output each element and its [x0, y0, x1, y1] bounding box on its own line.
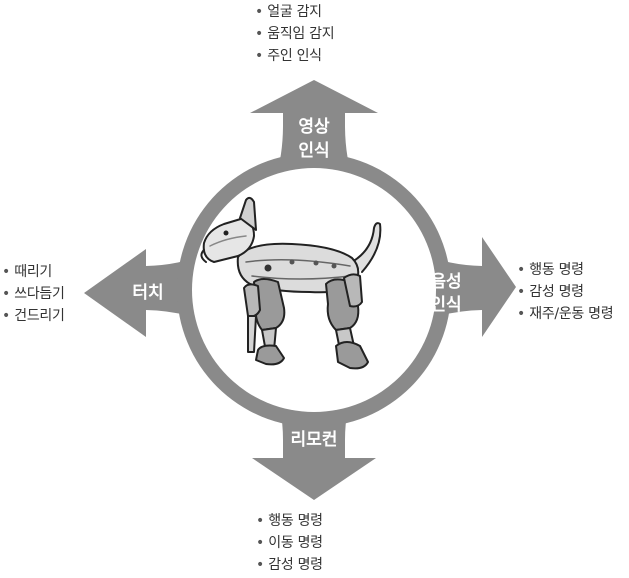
arm-label-top-line1: 영상	[298, 117, 330, 137]
list-item: 움직임 감지	[255, 23, 334, 45]
list-item: 행동 명령	[256, 510, 323, 532]
arm-label-bottom: 리모컨	[291, 430, 338, 450]
list-item: 쓰다듬기	[2, 283, 65, 305]
list-item: 때리기	[2, 261, 65, 283]
arm-label-right-line2: 인식	[430, 295, 461, 315]
list-item: 얼굴 감지	[255, 1, 334, 23]
list-item: 건드리기	[2, 305, 65, 327]
arm-label-right-line1: 음성	[430, 272, 461, 292]
list-bottom-remote-control: 행동 명령 이동 명령 감성 명령	[256, 510, 323, 576]
list-item: 이동 명령	[256, 532, 323, 554]
list-left-touch: 때리기 쓰다듬기 건드리기	[2, 261, 65, 327]
list-top-video-recognition: 얼굴 감지 움직임 감지 주인 인식	[255, 1, 334, 67]
arm-label-left: 터치	[132, 283, 163, 303]
list-item: 감성 명령	[517, 281, 613, 303]
list-item: 행동 명령	[517, 259, 613, 281]
arm-label-top-line2: 인식	[298, 141, 329, 161]
list-item: 주인 인식	[255, 45, 334, 67]
list-item: 감성 명령	[256, 554, 323, 576]
list-right-voice-recognition: 행동 명령 감성 명령 재주/운동 명령	[517, 259, 613, 325]
list-item: 재주/운동 명령	[517, 303, 613, 325]
